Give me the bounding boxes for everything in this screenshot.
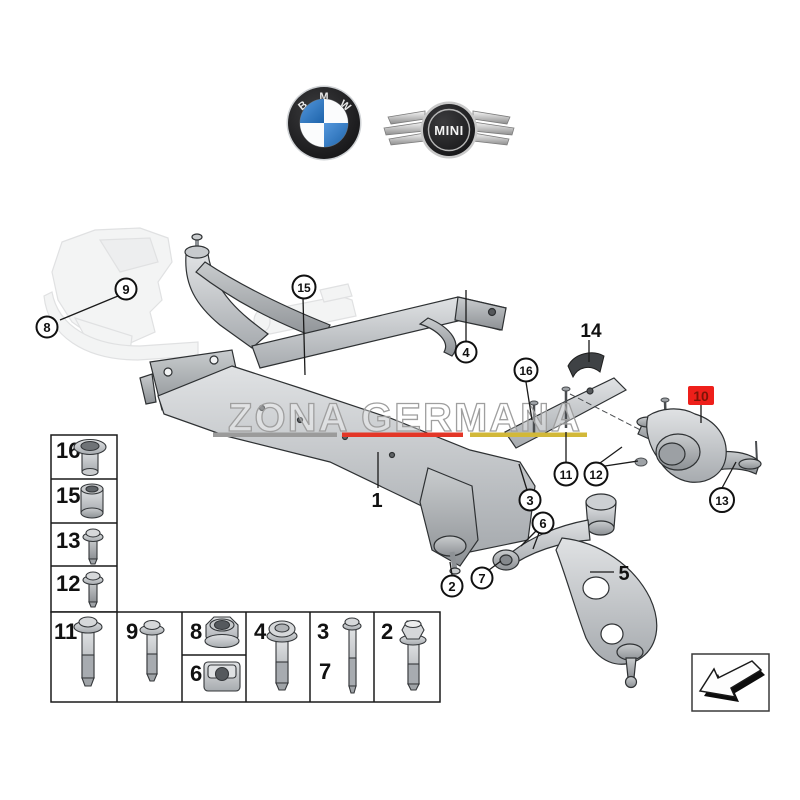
callout-7-label: 7 — [478, 571, 485, 586]
highlight-label-10-text: 10 — [693, 388, 709, 404]
legend-num-11: 11 — [54, 619, 77, 644]
watermark: ZONA GERMANA — [213, 395, 587, 441]
callout-2: 2 — [440, 574, 464, 598]
callout-13: 13 — [709, 487, 735, 513]
callout-11-label: 11 — [560, 468, 573, 482]
legend-num-12: 12 — [56, 571, 80, 596]
watermark-underline-red — [342, 432, 463, 437]
callout-13-label: 13 — [715, 494, 729, 508]
callout-9: 9 — [114, 277, 138, 301]
rivet-nut-icon — [73, 438, 107, 477]
legend-num-9: 9 — [126, 619, 138, 644]
watermark-underline-yellow — [470, 432, 587, 437]
callout-2-label: 2 — [448, 579, 455, 594]
mini-logo-text: MINI — [434, 123, 463, 138]
part-label-14: 14 — [580, 321, 602, 342]
callout-8: 8 — [35, 315, 59, 339]
bmw-letter-m: M — [319, 91, 328, 103]
bmw-logo: B M W — [286, 85, 362, 161]
callout-7: 7 — [470, 566, 494, 590]
direction-arrow-icon — [698, 660, 765, 702]
mini-wing-left-icon — [383, 110, 426, 146]
legend-num-3: 3 — [317, 619, 329, 644]
callout-15-label: 15 — [297, 281, 311, 295]
part-label-5: 5 — [618, 563, 629, 585]
highlight-label-10: 10 — [688, 386, 714, 405]
long-bolt-icon — [73, 616, 103, 687]
loose-bolts-drawing — [529, 386, 758, 467]
bushing-bracket-drawing — [636, 408, 762, 483]
direction-arrow-box — [691, 653, 770, 712]
callout-15: 15 — [291, 274, 317, 300]
callout-4: 4 — [454, 340, 478, 364]
callout-16-label: 16 — [519, 364, 533, 378]
callout-11: 11 — [553, 461, 579, 487]
legend-num-13: 13 — [56, 528, 80, 553]
bolt-icon-9 — [139, 619, 165, 682]
flange-bolt-icon — [266, 620, 298, 691]
legend-table — [50, 434, 441, 703]
legend-num-6: 6 — [190, 661, 202, 686]
watermark-underline-gray — [213, 432, 337, 437]
washer-bolt-icon-12 — [82, 571, 104, 608]
callout-4-label: 4 — [462, 345, 470, 360]
callout-3: 3 — [518, 488, 542, 512]
mini-wing-right-icon — [472, 110, 515, 146]
legend-num-15: 15 — [56, 483, 80, 508]
square-nut-icon — [203, 661, 241, 692]
thin-long-bolt-icon — [342, 617, 362, 694]
rubber-pad-drawing — [567, 352, 605, 379]
legend-num-8: 8 — [190, 619, 202, 644]
callout-6-label: 6 — [539, 516, 546, 531]
callout-12: 12 — [583, 461, 609, 487]
legend-num-2: 2 — [381, 619, 393, 644]
washer-bolt-icon-13 — [82, 528, 104, 565]
hex-bolt-icon — [399, 619, 427, 691]
callout-12-label: 12 — [589, 468, 603, 482]
legend-icons — [73, 438, 427, 694]
legend-num-7: 7 — [319, 659, 331, 684]
leader-lines — [59, 290, 737, 576]
legend-numbers: 16 15 13 12 11 9 8 6 4 3 7 2 — [54, 438, 393, 686]
part-label-1: 1 — [371, 490, 382, 512]
flange-nut-icon — [204, 616, 240, 649]
callout-9-label: 9 — [122, 282, 129, 297]
control-arm-drawing — [492, 493, 658, 689]
callouts: 8 9 15 4 16 11 12 3 — [35, 274, 735, 598]
spacer-sleeve-icon — [80, 483, 104, 519]
legend-num-4: 4 — [254, 619, 267, 644]
callout-8-label: 8 — [43, 320, 50, 335]
callout-6: 6 — [531, 511, 555, 535]
mini-logo: MINI — [383, 101, 515, 159]
callout-16: 16 — [513, 357, 539, 383]
callout-3-label: 3 — [526, 493, 533, 508]
